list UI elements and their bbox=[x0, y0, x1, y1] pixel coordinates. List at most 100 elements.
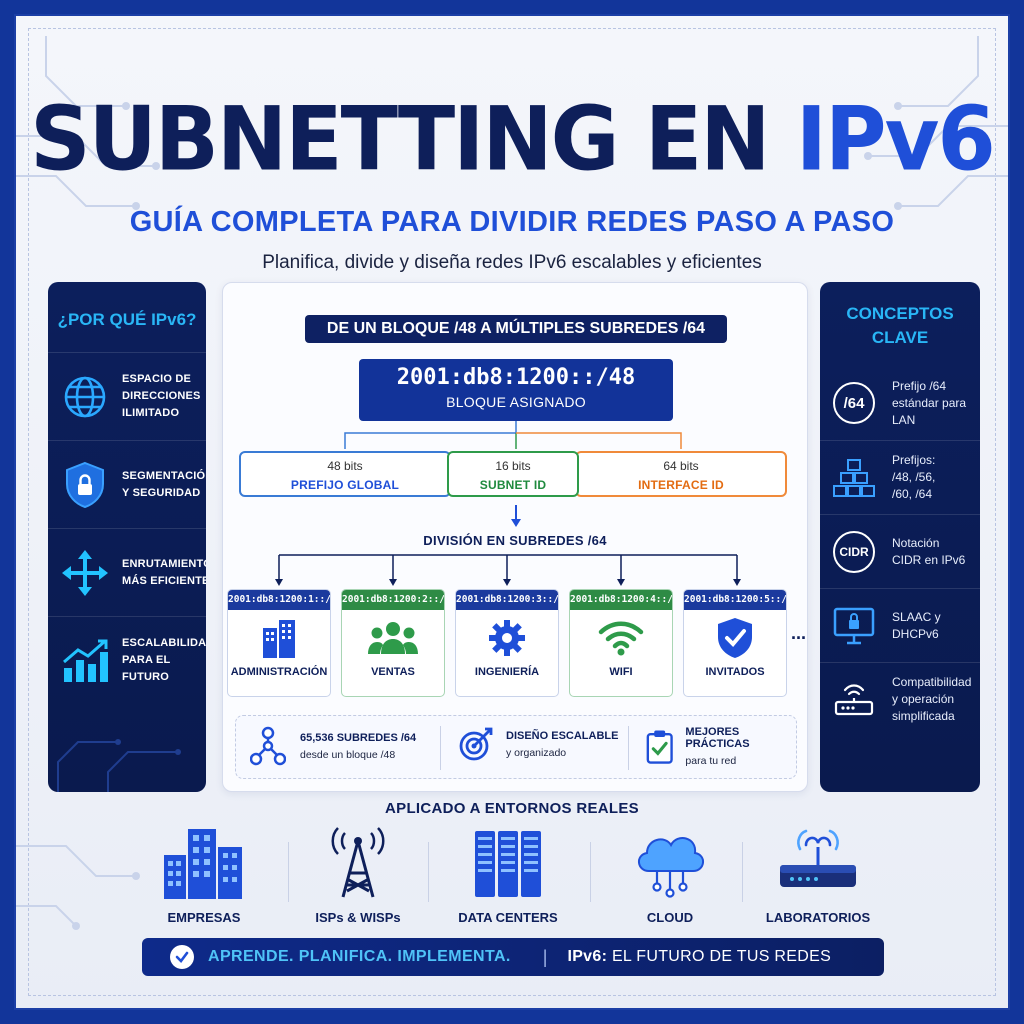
env-label: DATA CENTERS bbox=[458, 910, 558, 925]
env-divider bbox=[428, 842, 429, 902]
subnet-prefix: 2001:db8:1200:1::/64 bbox=[228, 590, 330, 610]
cidr-badge: CIDR bbox=[830, 528, 878, 576]
env-label: CLOUD bbox=[646, 910, 694, 925]
clipboard-check-icon bbox=[646, 730, 673, 764]
concept-text: Compatibilidad bbox=[892, 675, 972, 689]
concept-text: /48, /56, bbox=[892, 470, 936, 484]
footer-future-text: EL FUTURO DE TUS REDES bbox=[607, 948, 832, 965]
page-tagline: Planifica, divide y diseña redes IPv6 es… bbox=[262, 252, 762, 273]
network-nodes-icon bbox=[250, 726, 286, 766]
subnet-card-sales: 2001:db8:1200:2::/64 VENTAS bbox=[341, 589, 445, 697]
concept-text: simplificada bbox=[892, 709, 955, 723]
subnet-label: VENTAS bbox=[371, 666, 415, 678]
blocks-icon bbox=[830, 454, 878, 502]
why-item-text: ENRUTAMIENTO bbox=[122, 557, 206, 570]
concept-prefixes: Prefijos: /48, /56, /60, /64 bbox=[820, 440, 980, 514]
concept-text: Notación bbox=[892, 535, 940, 550]
why-item-security: SEGMENTACIÓN Y SEGURIDAD bbox=[48, 440, 206, 528]
concept-text: /60, /64 bbox=[892, 487, 933, 501]
stat-divider bbox=[628, 726, 629, 770]
concept-cidr: CIDR Notación CIDR en IPv6 bbox=[820, 514, 980, 588]
bits-global-prefix: 48 bits PREFIJO GLOBAL bbox=[239, 451, 451, 497]
title-main: SUBNETTING EN bbox=[30, 87, 770, 191]
arrows-routing-icon bbox=[58, 546, 112, 600]
wifi-icon bbox=[570, 610, 672, 666]
env-divider bbox=[288, 842, 289, 902]
key-concepts-title-line: CLAVE bbox=[871, 328, 929, 347]
panel-circuit-decoration bbox=[57, 739, 181, 792]
page-subtitle: GUÍA COMPLETA PARA DIVIDIR REDES PASO A … bbox=[129, 206, 895, 238]
assigned-block-label: BLOQUE ASIGNADO bbox=[446, 394, 586, 410]
env-labs: LABORATORIOS bbox=[748, 822, 888, 925]
why-item-text: ESPACIO DE bbox=[122, 373, 192, 385]
bits-label: SUBNET ID bbox=[479, 478, 547, 492]
infographic-canvas: SUBNETTING EN IPv6 GUÍA COMPLETA PARA DI… bbox=[14, 14, 1010, 1010]
subnet-prefix: 2001:db8:1200:4::/64 bbox=[570, 590, 672, 610]
why-ipv6-title: ¿POR QUÉ IPv6? bbox=[57, 310, 197, 329]
why-item-text: SEGMENTACIÓN bbox=[122, 469, 206, 482]
subnet-card-guests: 2001:db8:1200:5::/64 INVITADOS bbox=[683, 589, 787, 697]
shield-lock-icon bbox=[58, 458, 112, 512]
concept-prefix-64: /64 Prefijo /64 estándar para LAN bbox=[820, 366, 980, 440]
concept-text: y operación bbox=[892, 692, 955, 706]
prefix-64-badge: /64 bbox=[830, 379, 878, 427]
stat-subnet-count: 65,536 SUBREDES /64 desde un bloque /48 bbox=[250, 726, 416, 766]
subnet-label: WIFI bbox=[609, 666, 633, 678]
why-item-text: Y SEGURIDAD bbox=[122, 486, 201, 499]
target-icon bbox=[459, 727, 493, 761]
stat-desc: desde un bloque /48 bbox=[300, 748, 396, 761]
badge-text: /64 bbox=[833, 382, 875, 424]
diagram-banner: DE UN BLOQUE /48 A MÚLTIPLES SUBREDES /6… bbox=[305, 315, 727, 343]
bits-label: PREFIJO GLOBAL bbox=[290, 478, 400, 492]
environments-title: APLICADO A ENTORNOS REALES bbox=[385, 800, 639, 817]
subnet-label: ADMINISTRACIÓN bbox=[230, 666, 328, 678]
stat-title: 65,536 SUBREDES /64 bbox=[300, 731, 417, 744]
env-isps: ISPs & WISPs bbox=[288, 822, 428, 925]
stat-scalable-design: DISEÑO ESCALABLE y organizado bbox=[458, 726, 618, 762]
stat-title: MEJORES PRÁCTICAS bbox=[685, 726, 750, 750]
env-datacenters: DATA CENTERS bbox=[438, 822, 578, 925]
bits-label: INTERFACE ID bbox=[638, 478, 724, 492]
why-item-text: MÁS EFICIENTE bbox=[122, 574, 206, 587]
why-item-text: ESCALABILIDAD bbox=[122, 637, 206, 649]
assigned-block-address: 2001:db8:1200::/48 bbox=[396, 365, 636, 390]
env-label: EMPRESAS bbox=[167, 910, 241, 925]
bits-subnet-id: 16 bits SUBNET ID bbox=[447, 451, 579, 497]
subnet-prefix: 2001:db8:1200:2::/64 bbox=[342, 590, 444, 610]
page-title: SUBNETTING EN IPv6 bbox=[16, 88, 1008, 191]
concept-text: DHCPv6 bbox=[892, 626, 939, 641]
concept-text: Prefijo /64 bbox=[892, 378, 947, 393]
env-divider bbox=[742, 842, 743, 902]
env-label: ISPs & WISPs bbox=[315, 910, 401, 925]
concept-text: SLAAC y bbox=[892, 609, 941, 624]
division-title: DIVISIÓN EN SUBREDES /64 bbox=[423, 533, 607, 548]
footer-banner: APRENDE. PLANIFICA. IMPLEMENTA. | IPv6: … bbox=[142, 938, 884, 976]
why-item-text: DIRECCIONES bbox=[122, 390, 201, 402]
stat-desc: y organizado bbox=[506, 746, 567, 759]
footer-future: IPv6: EL FUTURO DE TUS REDES bbox=[567, 948, 831, 966]
shield-check-icon bbox=[684, 610, 786, 666]
building-icon bbox=[228, 610, 330, 666]
office-buildings-icon bbox=[134, 822, 274, 902]
why-item-text: ILIMITADO bbox=[122, 407, 180, 419]
gear-icon bbox=[456, 610, 558, 666]
env-divider bbox=[590, 842, 591, 902]
footer-slogan: APRENDE. PLANIFICA. IMPLEMENTA. bbox=[208, 948, 511, 965]
key-concepts-title-line: CONCEPTOS bbox=[846, 304, 954, 323]
growth-chart-icon bbox=[58, 634, 112, 688]
subnet-card-admin: 2001:db8:1200:1::/64 ADMINISTRACIÓN bbox=[227, 589, 331, 697]
subnet-label: INGENIERÍA bbox=[474, 666, 540, 678]
title-accent: IPv6 bbox=[795, 87, 996, 191]
concept-text: Prefijos: bbox=[892, 453, 936, 467]
bits-count: 16 bits bbox=[495, 459, 531, 473]
stat-best-practices: MEJORES PRÁCTICAS para tu red bbox=[646, 726, 796, 767]
lab-router-icon bbox=[748, 822, 888, 902]
subnet-label: INVITADOS bbox=[705, 666, 765, 678]
diagram-connectors bbox=[275, 421, 741, 586]
antenna-tower-icon bbox=[288, 822, 428, 902]
badge-text: CIDR bbox=[833, 530, 875, 573]
subnet-card-wifi: 2001:db8:1200:4::/64 WIFI bbox=[569, 589, 673, 697]
people-icon bbox=[342, 610, 444, 666]
globe-icon bbox=[58, 370, 112, 424]
why-item-routing: ENRUTAMIENTO MÁS EFICIENTE bbox=[48, 528, 206, 616]
